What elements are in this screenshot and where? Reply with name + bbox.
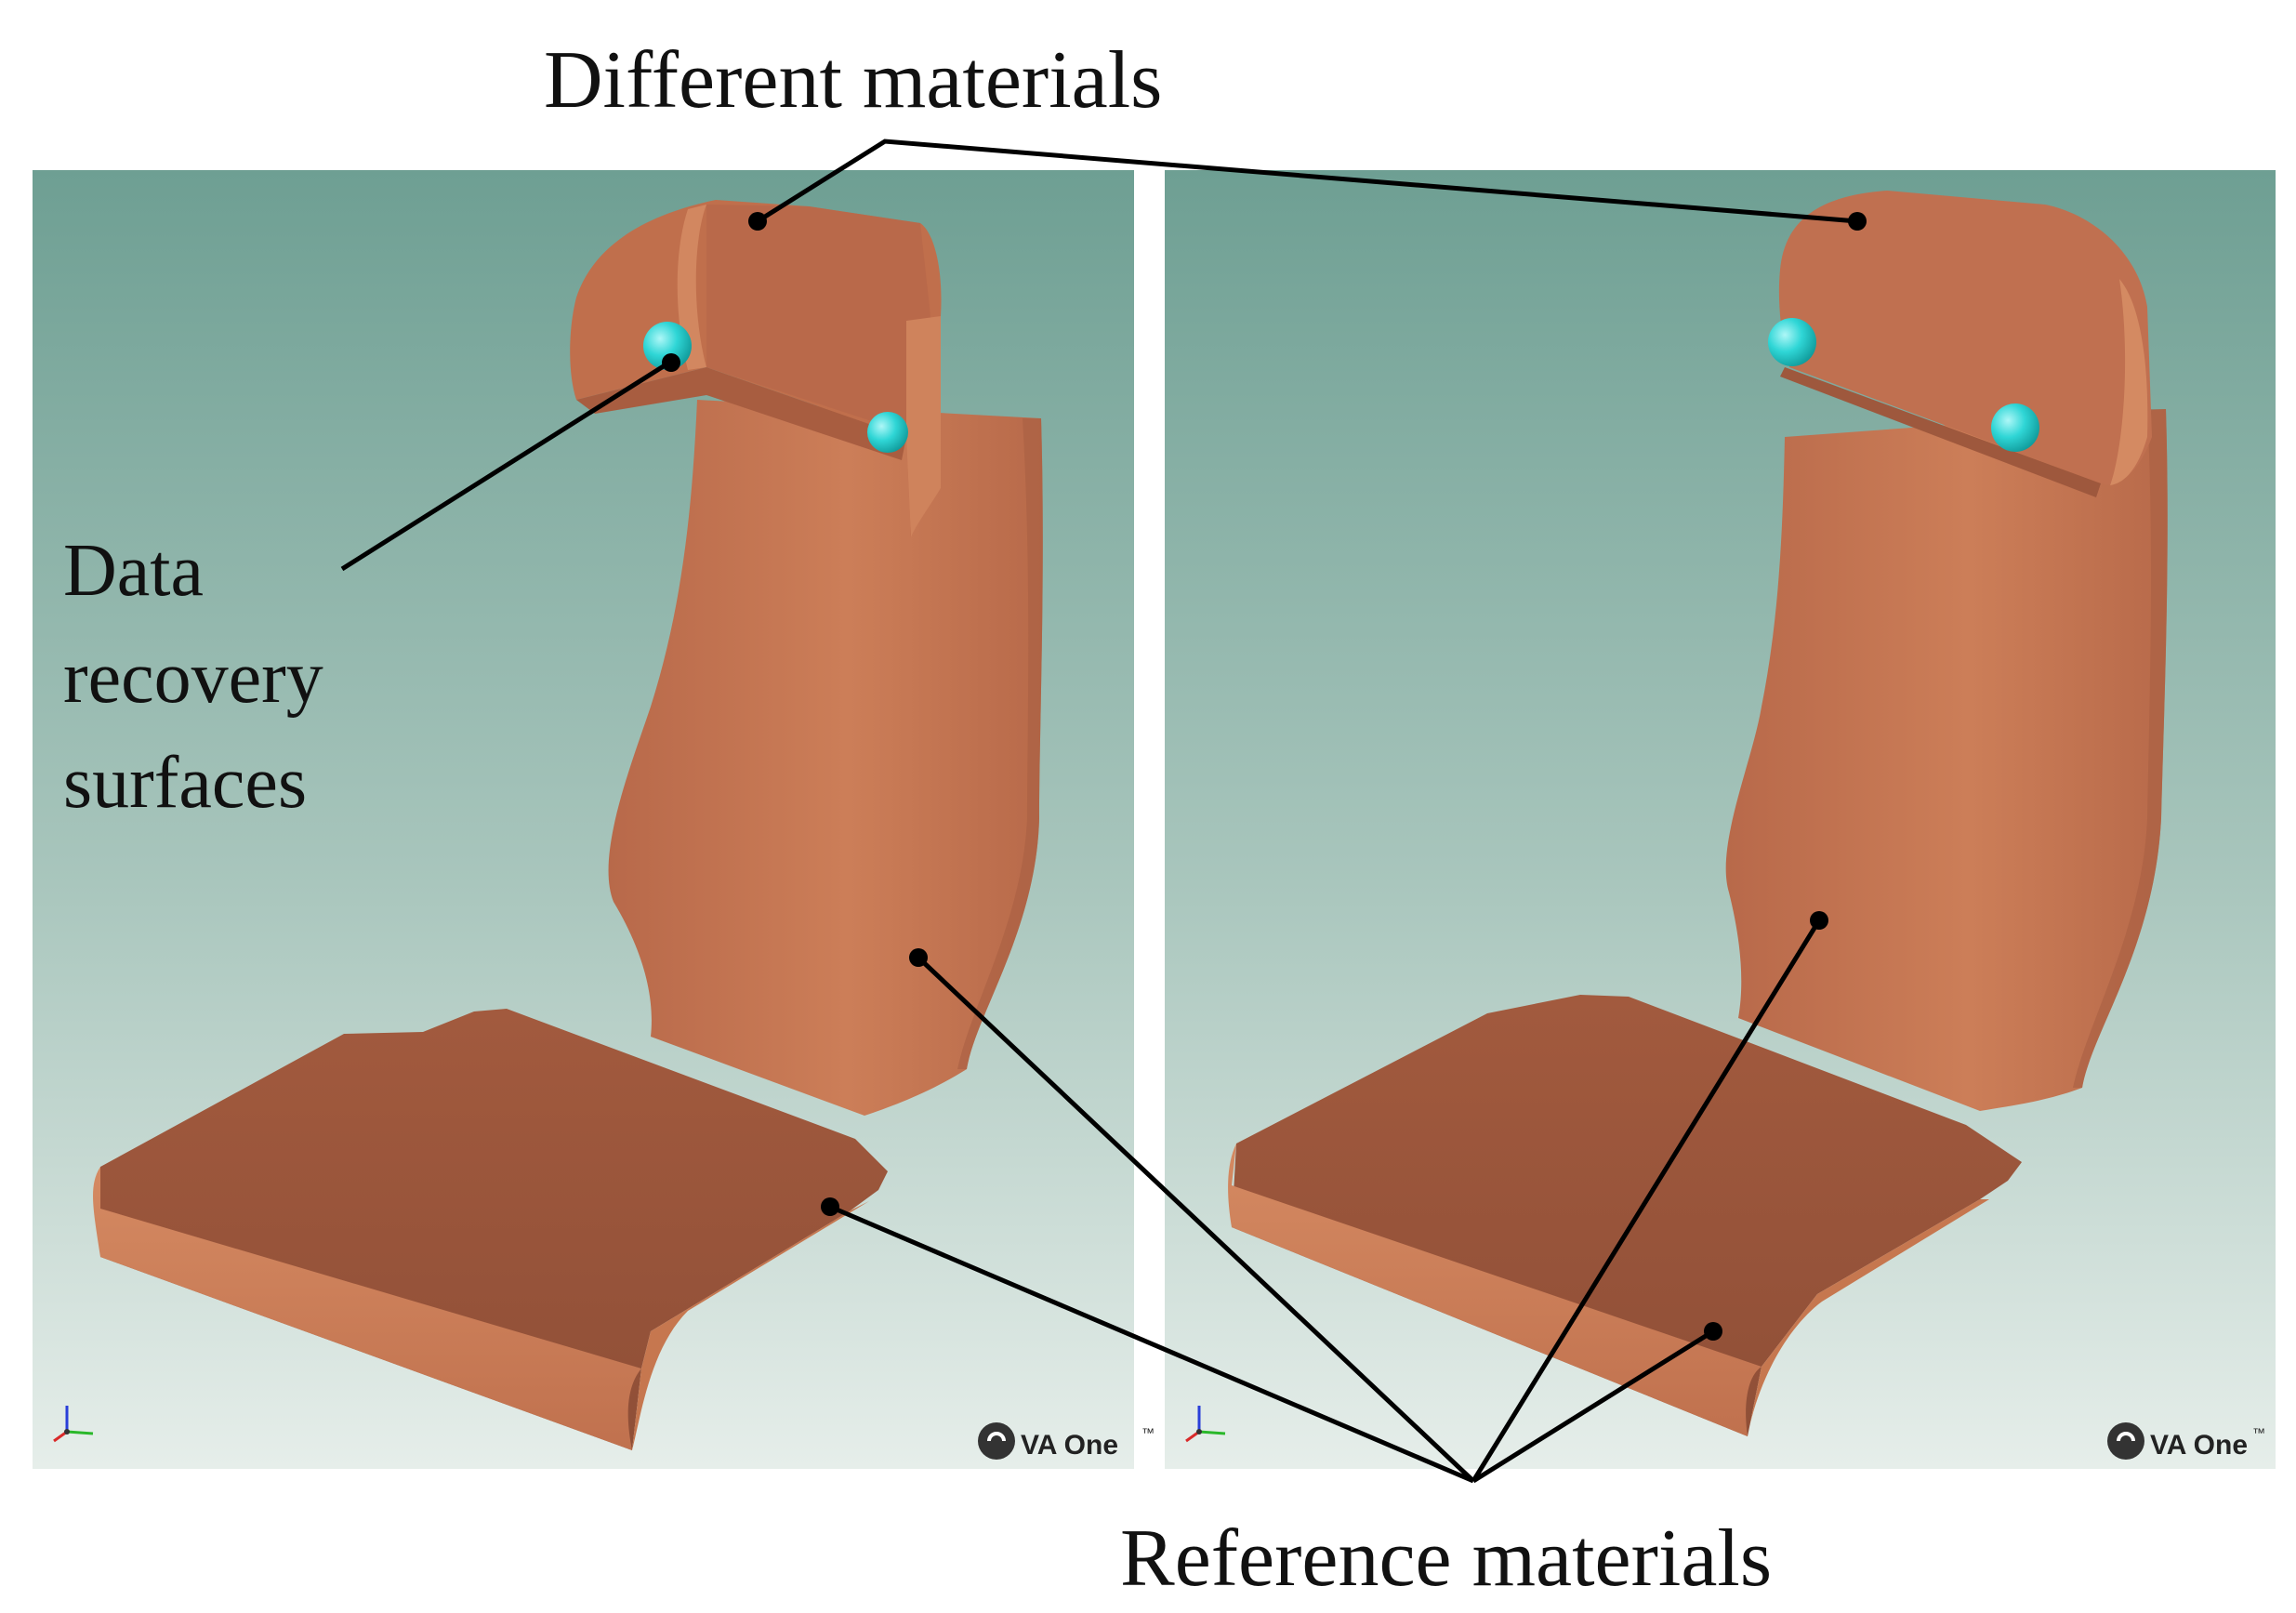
annotation-data-recovery-line2: recovery: [63, 637, 323, 719]
right-seat-pan: [1228, 995, 2022, 1436]
leader-ref-right-back: [1471, 919, 1822, 1483]
right-sensor-1: [1768, 318, 1816, 366]
right-viewport: VA One ™: [1165, 170, 2276, 1469]
leader-ref-left-back: [917, 956, 1475, 1483]
axis-triad-icon: [1185, 1406, 1226, 1443]
annotation-reference-materials: Reference materials: [1120, 1514, 1772, 1604]
leader-ref-right-seat: [1471, 1329, 1715, 1484]
right-headrest: [1778, 191, 2152, 497]
right-logo-mark: ™: [2252, 1425, 2265, 1440]
leader-different-materials: [756, 139, 1858, 224]
right-sensor-2: [1991, 403, 2039, 452]
va-one-logo-icon: VA One ™: [2107, 1422, 2265, 1461]
annotation-data-recovery-line1: Data: [63, 530, 204, 612]
axis-triad-icon: [53, 1406, 94, 1443]
left-sensor-2: [867, 412, 908, 453]
left-seat-pan: [93, 1009, 888, 1450]
left-viewport: VA One ™: [33, 170, 1155, 1469]
leader-endpoints: [662, 212, 1867, 1341]
right-logo-text: VA One: [2150, 1430, 2248, 1461]
left-logo-mark: ™: [1141, 1425, 1155, 1440]
left-backrest: [608, 400, 1043, 1116]
left-headrest: [570, 200, 942, 537]
left-sensor-1: [643, 322, 692, 370]
leader-lines: [340, 139, 1858, 1484]
annotation-data-recovery-line3: surfaces: [63, 742, 307, 824]
leader-ref-left-seat: [829, 1204, 1474, 1484]
va-one-logo-icon: VA One ™: [978, 1422, 1155, 1461]
left-logo-text: VA One: [1021, 1430, 1118, 1461]
annotation-different-materials: Different materials: [544, 35, 1162, 126]
leader-data-recovery: [340, 360, 671, 572]
right-backrest: [1725, 409, 2168, 1111]
